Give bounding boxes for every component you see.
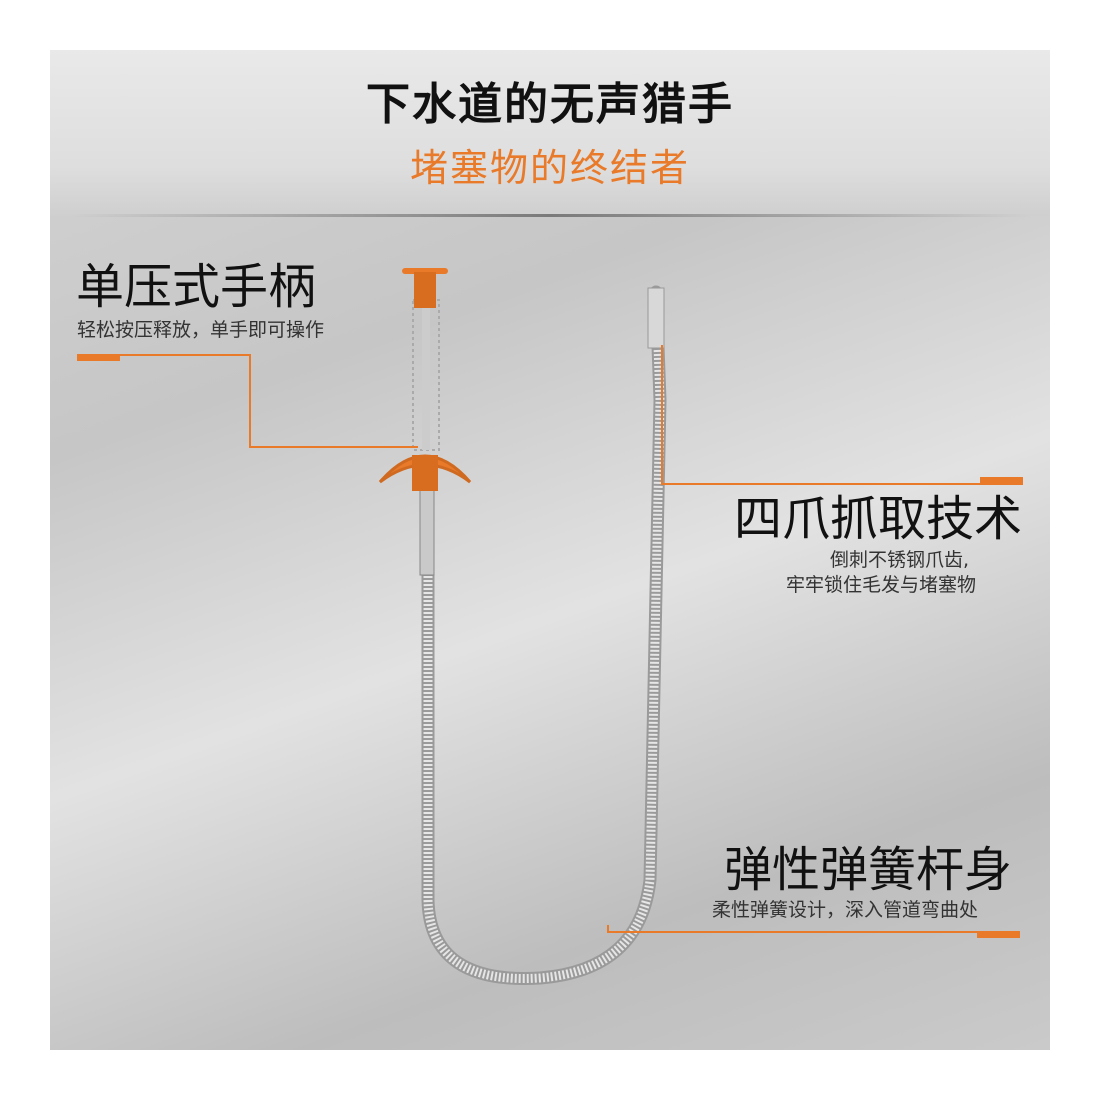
callout-claw (661, 345, 1023, 485)
feature-title-handle: 单压式手柄 (76, 259, 317, 315)
header: 下水道的无声猎手 堵塞物的终结者 (50, 50, 1050, 217)
spring-cable (421, 285, 667, 986)
page-title: 下水道的无声猎手 (366, 79, 734, 130)
feature-desc-claw-1: 倒刺不锈钢爪齿, (830, 549, 970, 571)
callout-cable (607, 925, 1020, 938)
product-panel: 下水道的无声猎手 堵塞物的终结者 (50, 50, 1050, 1050)
feature-desc-claw-2: 牢牢锁住毛发与堵塞物 (786, 574, 977, 596)
plunger-stem (414, 272, 436, 308)
claw-tip (647, 287, 665, 349)
feature-desc-cable: 柔性弹簧设计，深入管道弯曲处 (712, 899, 979, 921)
feature-desc-handle: 轻松按压释放，单手即可操作 (77, 319, 325, 341)
divider (70, 214, 1030, 217)
finger-grip (378, 454, 472, 484)
feature-title-cable: 弹性弹簧杆身 (724, 842, 1013, 898)
callout-handle (77, 354, 418, 448)
page-subtitle: 堵塞物的终结者 (409, 146, 690, 190)
spring-cable-coils (423, 291, 665, 984)
plunger-cap (402, 268, 448, 274)
feature-title-claw: 四爪抓取技术 (734, 491, 1023, 547)
grip-collar (412, 455, 438, 491)
